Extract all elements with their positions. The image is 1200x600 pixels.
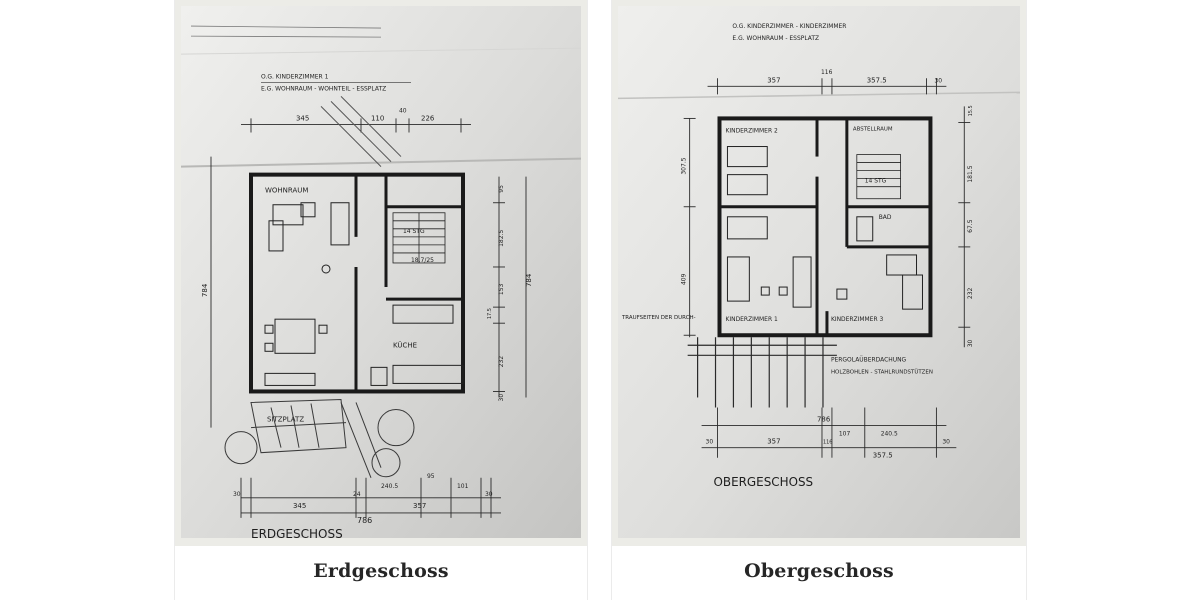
caption-obergeschoss[interactable]: Obergeschoss [744,560,894,582]
dim-label: 357 [767,76,780,84]
dim-label: 17.5 [487,308,493,319]
dim-label: 240.5 [881,431,898,438]
dim-total-height: 784 [524,273,533,287]
dim-label: 40 [399,107,407,114]
plan-header-line2: E.G. WOHNRAUM - WOHNTEIL - ESSPLATZ [261,85,386,92]
dim-label: 232 [498,356,505,368]
dim-label: 30 [934,77,942,84]
dim-label: 30 [706,439,714,446]
room-label-bad: BAD [879,214,892,221]
dim-label: 30 [498,394,505,402]
caption-erdgeschoss[interactable]: Erdgeschoss [313,560,449,582]
dim-label: 107 [839,431,851,438]
gallery-card-obergeschoss[interactable]: O.G. KINDERZIMMER - KINDERZIMMER E.G. WO… [611,0,1027,600]
dim-total-width: 786 [817,416,830,424]
stair-ratio: 18.7/25 [411,257,434,264]
dim-total-height-left: 784 [200,283,209,297]
dim-label: 409 [681,273,688,285]
dim-label: 357 [767,438,780,446]
dim-label: 232 [967,287,974,299]
dim-label: 357.5 [873,452,893,460]
dim-label: 101 [457,483,469,490]
dim-total-width: 786 [357,516,372,525]
stair-label: 14 STG [865,178,887,185]
gallery-card-erdgeschoss[interactable]: O.G. KINDERZIMMER 1 E.G. WOHNRAUM - WOHN… [174,0,588,600]
dim-label: 67.5 [967,219,974,233]
plan-floor-title: OBERGESCHOSS [714,475,814,489]
dim-label: 95 [427,473,435,480]
room-label-kueche: KÜCHE [393,340,417,349]
room-label-abstellraum: ABSTELLRAUM [853,126,893,132]
dim-label: 110 [371,113,384,122]
dim-label: 357 [413,501,426,510]
dim-label: 345 [296,113,309,122]
side-note: TRAUFSEITEN DER DURCH- [621,315,696,321]
dim-label: 15.5 [968,105,974,116]
stair-label: 14 STG [403,228,425,235]
plan-header-line2: E.G. WOHNRAUM - ESSPLATZ [732,35,819,42]
floor-plan-drawing: O.G. KINDERZIMMER - KINDERZIMMER E.G. WO… [618,6,1020,538]
room-label-kinderzimmer-3: KINDERZIMMER 3 [831,316,884,323]
plan-floor-title: ERDGESCHOSS [251,527,343,538]
image-frame: O.G. KINDERZIMMER - KINDERZIMMER E.G. WO… [612,0,1026,546]
dim-label: 226 [421,113,435,122]
dim-label: 24 [353,491,361,498]
dim-label: 95 [498,185,505,193]
floor-plan-image-obergeschoss[interactable]: O.G. KINDERZIMMER - KINDERZIMMER E.G. WO… [618,6,1020,538]
dim-label: 181.5 [967,165,974,182]
dim-label: 116 [823,440,832,446]
dim-label: 182.5 [498,230,505,247]
room-label-sitzplatz: SITZPLATZ [267,415,304,424]
dim-label: 345 [293,501,306,510]
floor-plan-image-erdgeschoss[interactable]: O.G. KINDERZIMMER 1 E.G. WOHNRAUM - WOHN… [181,6,581,538]
pergola-label: PERGOLAÜBERDACHUNG [831,356,907,363]
dim-label: 116 [821,69,833,76]
plan-header-line1: O.G. KINDERZIMMER - KINDERZIMMER [732,23,846,30]
dim-label: 30 [485,491,493,498]
room-label-kinderzimmer-2: KINDERZIMMER 2 [725,127,778,134]
pergola-sublabel: HOLZBOHLEN - STAHLRUNDSTÜTZEN [831,368,933,375]
dim-label: 357.5 [867,76,887,84]
room-label-kinderzimmer-1: KINDERZIMMER 1 [725,316,778,323]
dim-label: 30 [233,491,241,498]
dim-label: 30 [967,339,974,347]
dim-label: 307.5 [681,157,688,174]
dim-label: 30 [942,439,950,446]
plan-header-line1: O.G. KINDERZIMMER 1 [261,73,329,80]
dim-label: 153 [498,283,505,295]
floor-plan-drawing: O.G. KINDERZIMMER 1 E.G. WOHNRAUM - WOHN… [181,6,581,538]
room-label-wohnraum: WOHNRAUM [265,186,308,195]
dim-label: 240.5 [381,483,398,490]
image-frame: O.G. KINDERZIMMER 1 E.G. WOHNRAUM - WOHN… [175,0,587,546]
